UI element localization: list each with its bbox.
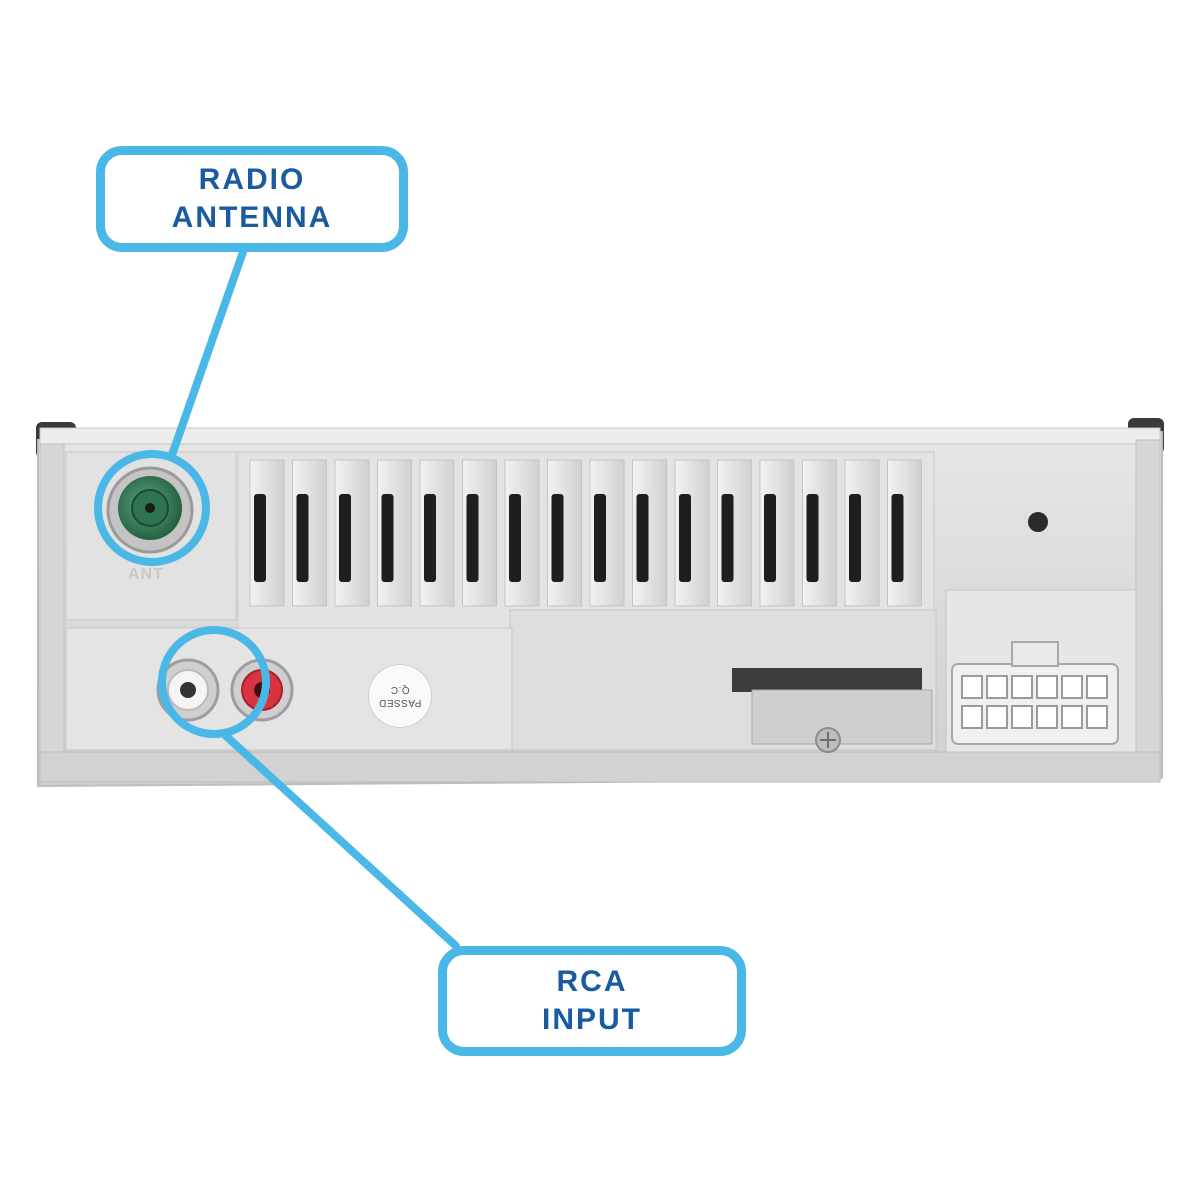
connector-pin bbox=[1036, 705, 1058, 729]
radio-antenna-callout-line-2: ANTENNA bbox=[171, 201, 333, 234]
qc-passed-stamp: PASSED Q.C bbox=[368, 664, 432, 728]
radio-antenna-callout-line-1: RADIO bbox=[198, 163, 306, 196]
mounting-bracket bbox=[751, 689, 933, 745]
antenna-socket-icon bbox=[106, 466, 194, 554]
connector-pin bbox=[986, 705, 1008, 729]
rca-highlight-ring bbox=[158, 626, 270, 738]
wiring-connector-icon bbox=[951, 641, 1119, 745]
rca-leader-line bbox=[222, 732, 460, 950]
stamp-line-1: PASSED bbox=[378, 697, 422, 708]
vent-hole bbox=[594, 494, 606, 582]
vent-hole bbox=[806, 494, 819, 582]
connector-pin bbox=[1011, 705, 1033, 729]
vent-hole bbox=[296, 494, 309, 582]
connector-pin bbox=[1086, 675, 1108, 699]
vent-hole bbox=[636, 494, 649, 582]
stamp-line-2: Q.C bbox=[390, 684, 410, 695]
connector-pin bbox=[1011, 675, 1033, 699]
mounting-hole bbox=[1028, 512, 1048, 532]
connector-pin bbox=[961, 675, 983, 699]
connector-pin bbox=[1086, 705, 1108, 729]
rca-input-callout: RCA INPUT bbox=[438, 946, 746, 1056]
connector-pin bbox=[961, 705, 983, 729]
vent-hole bbox=[424, 494, 436, 582]
callout-leaders bbox=[94, 248, 460, 950]
vent-hole bbox=[339, 494, 351, 582]
vent-hole bbox=[891, 494, 904, 582]
connector-pin bbox=[1036, 675, 1058, 699]
rca-jack-icon bbox=[156, 658, 220, 722]
vent-hole bbox=[381, 494, 394, 582]
right-side-wall bbox=[1135, 439, 1161, 753]
vent-hole bbox=[849, 494, 861, 582]
vent-hole bbox=[679, 494, 691, 582]
antenna-port-label: ANT bbox=[128, 566, 164, 583]
rca-input-callout-line-1: RCA bbox=[556, 965, 628, 998]
vent-hole bbox=[466, 494, 479, 582]
vent-hole bbox=[509, 494, 521, 582]
screw-icon bbox=[815, 727, 841, 753]
connector-pin bbox=[986, 675, 1008, 699]
vent-hole bbox=[764, 494, 776, 582]
antenna-highlight-ring bbox=[94, 450, 210, 566]
antenna-leader-line bbox=[168, 248, 247, 459]
radio-antenna-callout: RADIO ANTENNA bbox=[96, 146, 408, 252]
vent-slots bbox=[249, 459, 922, 607]
bottom-rail bbox=[39, 751, 1161, 783]
bracket-slot bbox=[732, 668, 922, 692]
connector-pin bbox=[1061, 675, 1083, 699]
connector-pin bbox=[1061, 705, 1083, 729]
rca-input-callout-line-2: INPUT bbox=[542, 1003, 642, 1036]
left-side-wall bbox=[39, 443, 65, 753]
vent-hole bbox=[254, 494, 266, 582]
vent-hole bbox=[551, 494, 564, 582]
top-rail bbox=[39, 427, 1161, 445]
vent-hole bbox=[721, 494, 734, 582]
